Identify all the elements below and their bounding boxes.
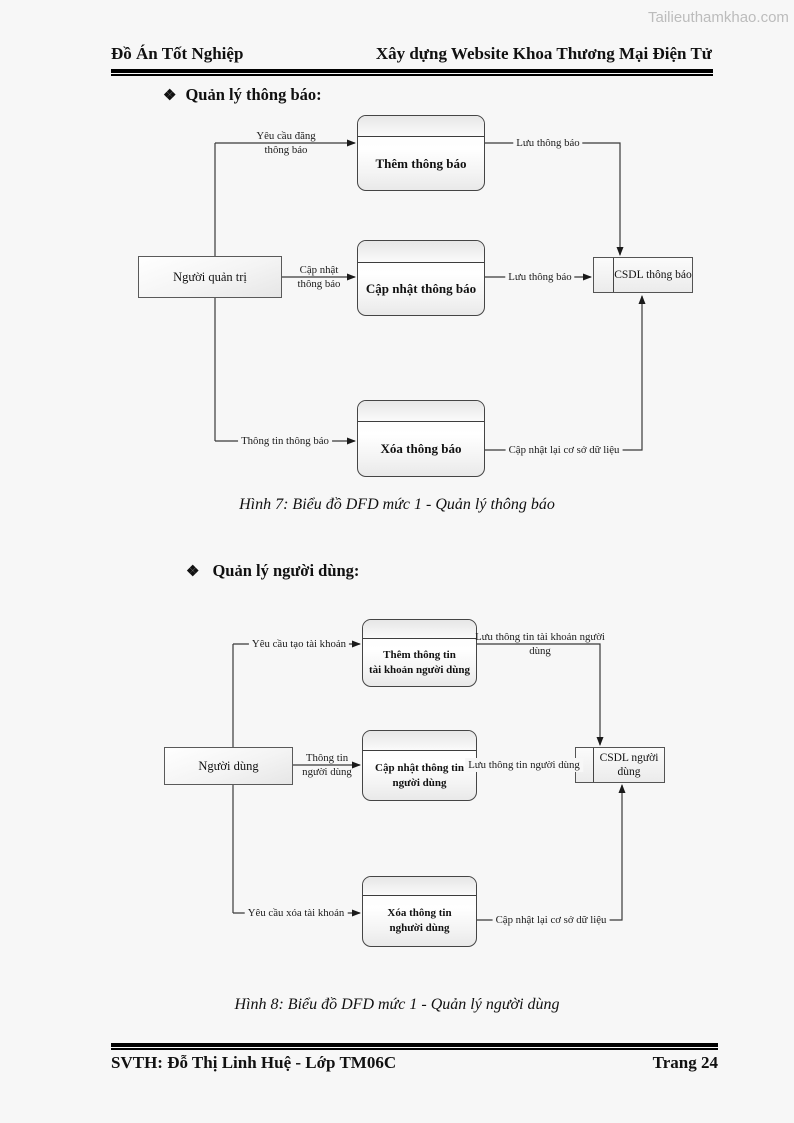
datastore-stub <box>576 748 594 782</box>
flow-label-refresh-db: Cập nhật lại cơ sở dữ liệu <box>492 912 610 928</box>
process-update-user: Cập nhật thông tin người dùng <box>362 730 477 801</box>
process-delete-user: Xóa thông tin nghười dùng <box>362 876 477 947</box>
footer-rule <box>111 1043 718 1050</box>
entity-admin: Người quản trị <box>138 256 282 298</box>
entity-user: Người dùng <box>164 747 293 785</box>
process-label: Cập nhật thông báo <box>365 281 477 297</box>
process-add-user-account: Thêm thông tin tài khoản người dùng <box>362 619 477 687</box>
flow-label-user-info: Thông tin người dùng <box>302 751 352 779</box>
flow-label-line: dùng <box>529 645 551 657</box>
page-footer: SVTH: Đỗ Thị Linh Huệ - Lớp TM06C Trang … <box>111 1053 718 1073</box>
datastore-label-line: dùng <box>617 766 641 778</box>
flow-label-line: Lưu thông tin tài khoản người <box>475 630 605 643</box>
entity-label: Người quản trị <box>173 269 247 284</box>
flow-label-request-post: Yêu cầu đăng thông báo <box>256 129 315 157</box>
process-label: Xóa thông báo <box>380 441 462 457</box>
section-heading-text: Quản lý người dùng: <box>212 561 360 580</box>
flow-label-line: Cập nhật <box>299 263 339 276</box>
footer-rule-thin <box>111 1048 718 1050</box>
datastore-label: CSDL thông báo <box>614 268 692 281</box>
process-band <box>358 116 484 137</box>
process-band <box>363 877 476 896</box>
d1-flow-refresh-db <box>485 295 646 451</box>
header-right-title: Xây dựng Website Khoa Thương Mại Điện Tử <box>375 44 712 63</box>
process-band <box>358 401 484 422</box>
flow-label-line: Thông tin <box>305 751 349 764</box>
process-label-line: Xóa thông tin <box>387 907 452 920</box>
header-rule-thick <box>111 69 713 73</box>
flow-label-save-mid: Lưu thông báo <box>505 269 575 285</box>
process-label: Thêm thông báo <box>375 155 467 171</box>
header-rule <box>111 69 713 76</box>
footer-author: SVTH: Đỗ Thị Linh Huệ - Lớp TM06C <box>111 1053 397 1072</box>
d2-flow-refresh-db <box>477 784 626 921</box>
process-label-line: Thêm thông tin <box>383 648 456 661</box>
flow-label-line: thông báo <box>264 144 308 156</box>
process-band <box>363 731 476 751</box>
d1-flow-save-top <box>485 142 624 256</box>
header-rule-thin <box>111 74 713 76</box>
process-band <box>363 620 476 639</box>
process-label-line: người dùng <box>392 776 447 789</box>
footer-rule-thick <box>111 1043 718 1047</box>
flow-label-update: Cập nhật thông báo <box>298 263 341 291</box>
flow-label-save-user: Lưu thông tin người dùng <box>465 757 583 773</box>
entity-label: Người dùng <box>198 758 259 773</box>
datastore-stub <box>594 258 614 292</box>
flow-label-line: Yêu cầu đăng <box>256 129 316 142</box>
header-left-title: Đồ Án Tốt Nghiệp <box>111 44 244 63</box>
page-header: Đồ Án Tốt Nghiệp Xây dựng Website Khoa T… <box>111 44 712 64</box>
diamond-bullet-icon: ❖ <box>163 88 177 104</box>
process-delete-notification: Xóa thông báo <box>357 400 485 477</box>
process-update-notification: Cập nhật thông báo <box>357 240 485 316</box>
process-label-line: nghười dùng <box>389 922 450 934</box>
flow-label-line: người dùng <box>302 766 352 778</box>
flow-label-create-account: Yêu cầu tạo tài khoản <box>248 636 350 652</box>
section-heading-notifications: ❖ Quản lý thông báo: <box>163 85 322 105</box>
figure-caption-8: Hình 8: Biểu đồ DFD mức 1 - Quản lý ngườ… <box>234 996 560 1013</box>
flow-label-line: thông báo <box>297 278 341 290</box>
process-band <box>358 241 484 263</box>
flow-label-delete-account: Yêu cầu xóa tài khoản <box>244 905 348 921</box>
footer-page-number: Trang 24 <box>652 1053 718 1072</box>
datastore-label-line: CSDL người <box>599 751 659 764</box>
flow-label-refresh-db: Cập nhật lại cơ sở dữ liệu <box>505 442 623 458</box>
d2-flow-save-top <box>477 643 604 746</box>
watermark: Tailieuthamkhao.com <box>648 9 789 26</box>
section-heading-text: Quản lý thông báo: <box>185 85 322 104</box>
process-label-line: Cập nhật thông tin <box>375 761 464 774</box>
figure-caption-7: Hình 7: Biểu đồ DFD mức 1 - Quản lý thôn… <box>239 496 555 513</box>
process-add-notification: Thêm thông báo <box>357 115 485 191</box>
process-label-line: tài khoản người dùng <box>368 663 471 676</box>
flow-label-save-top: Lưu thông báo <box>513 135 583 151</box>
diamond-bullet-icon: ❖ <box>186 564 200 580</box>
datastore-notifications: CSDL thông báo <box>593 257 693 293</box>
datastore-users: CSDL người dùng <box>575 747 665 783</box>
flow-label-info: Thông tin thông báo <box>238 433 332 449</box>
flow-label-save-account: Lưu thông tin tài khoản người dùng <box>475 630 605 658</box>
section-heading-users: ❖ Quản lý người dùng: <box>186 561 359 581</box>
